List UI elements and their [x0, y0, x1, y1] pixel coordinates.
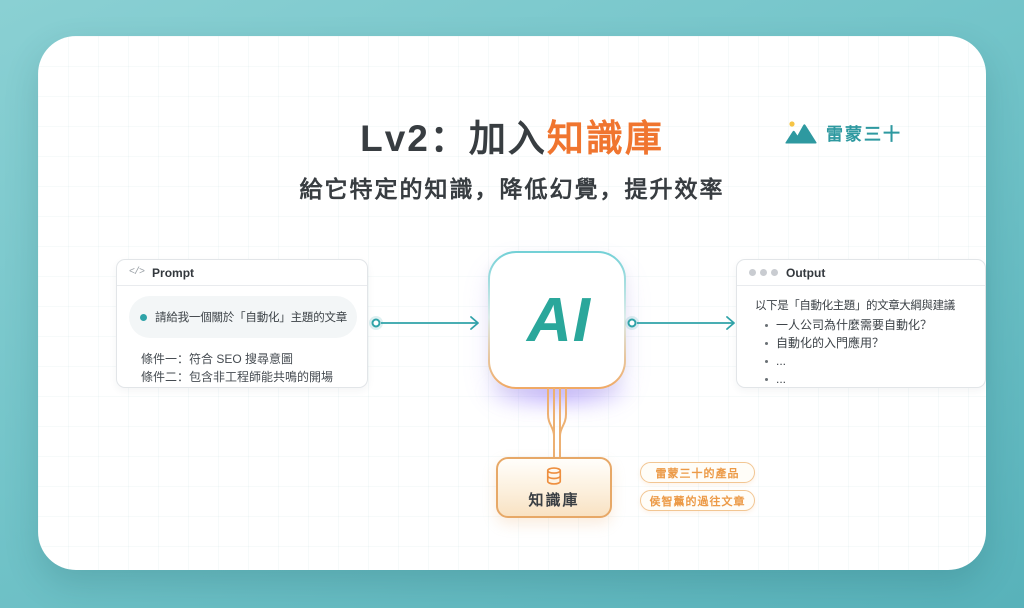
prompt-message: 請給我一個關於「自動化」主題的文章 [155, 312, 348, 324]
title-prefix: Lv2：加入 [360, 118, 547, 159]
window-dots-icon [749, 269, 778, 276]
page-subtitle: 給它特定的知識，降低幻覺，提升效率 [299, 176, 725, 202]
prompt-condition: 條件二：包含非工程師能共鳴的開場 [141, 370, 334, 384]
output-body: 以下是「自動化主題」的文章大綱與建議 一人公司為什麼需要自動化？ 自動化的入門應… [737, 286, 985, 385]
teal-bullet-icon [140, 313, 147, 321]
output-bullet: ... [765, 355, 973, 367]
prompt-message-bubble: 請給我一個關於「自動化」主題的文章 [129, 296, 357, 338]
output-intro: 以下是「自動化主題」的文章大綱與建議 [755, 300, 955, 312]
output-bullet-text: 一人公司為什麼需要自動化？ [776, 318, 933, 332]
prompt-card: </> Prompt 請給我一個關於「自動化」主題的文章 條件一：符合 SEO … [116, 259, 368, 388]
output-card-header: Output [737, 260, 985, 286]
knowledge-source-pill: 侯智薰的過往文章 [640, 490, 755, 511]
bullet-dot-icon [765, 323, 768, 327]
bullet-dot-icon [765, 359, 768, 363]
flow-arrow-right [625, 316, 735, 330]
database-icon [546, 466, 562, 485]
knowledge-base-label: 知識庫 [528, 491, 580, 509]
output-bullet-text: ... [776, 372, 787, 386]
brand-name: 雷蒙三十 [826, 125, 902, 144]
knowledge-base-box: 知識庫 [496, 457, 612, 518]
slide-card: Lv2：加入知識庫 給它特定的知識，降低幻覺，提升效率 雷蒙三十 </> Pro… [38, 36, 986, 570]
mountain-icon [785, 121, 817, 144]
flow-arrow-left [369, 316, 479, 330]
output-bullet: 自動化的入門應用？ [765, 337, 973, 349]
title-highlight: 知識庫 [546, 118, 664, 159]
prompt-conditions: 條件一：符合 SEO 搜尋意圖 條件二：包含非工程師能共鳴的開場 [141, 350, 367, 386]
code-icon: </> [129, 267, 145, 278]
knowledge-source-pill: 雷蒙三十的產品 [640, 462, 755, 483]
prompt-card-title: Prompt [152, 265, 195, 280]
output-card: Output 以下是「自動化主題」的文章大綱與建議 一人公司為什麼需要自動化？ … [736, 259, 986, 388]
prompt-condition: 條件一：符合 SEO 搜尋意圖 [141, 352, 294, 366]
output-bullet-text: 自動化的入門應用？ [776, 336, 885, 350]
brand-logo: 雷蒙三十 [784, 120, 902, 145]
output-card-title: Output [786, 265, 826, 280]
ai-label: AI [527, 285, 591, 355]
bullet-dot-icon [765, 377, 768, 381]
prompt-card-header: </> Prompt [117, 260, 367, 286]
page-title: Lv2：加入知識庫 [38, 108, 986, 162]
output-bullet: 一人公司為什麼需要自動化？ [765, 319, 973, 331]
output-bullet: ... [765, 373, 973, 385]
headline: Lv2：加入知識庫 給它特定的知識，降低幻覺，提升效率 [38, 108, 986, 204]
ai-box: AI [488, 251, 626, 389]
output-bullet-text: ... [776, 354, 787, 368]
ai-knowledge-connector [547, 388, 567, 458]
bullet-dot-icon [765, 341, 768, 345]
